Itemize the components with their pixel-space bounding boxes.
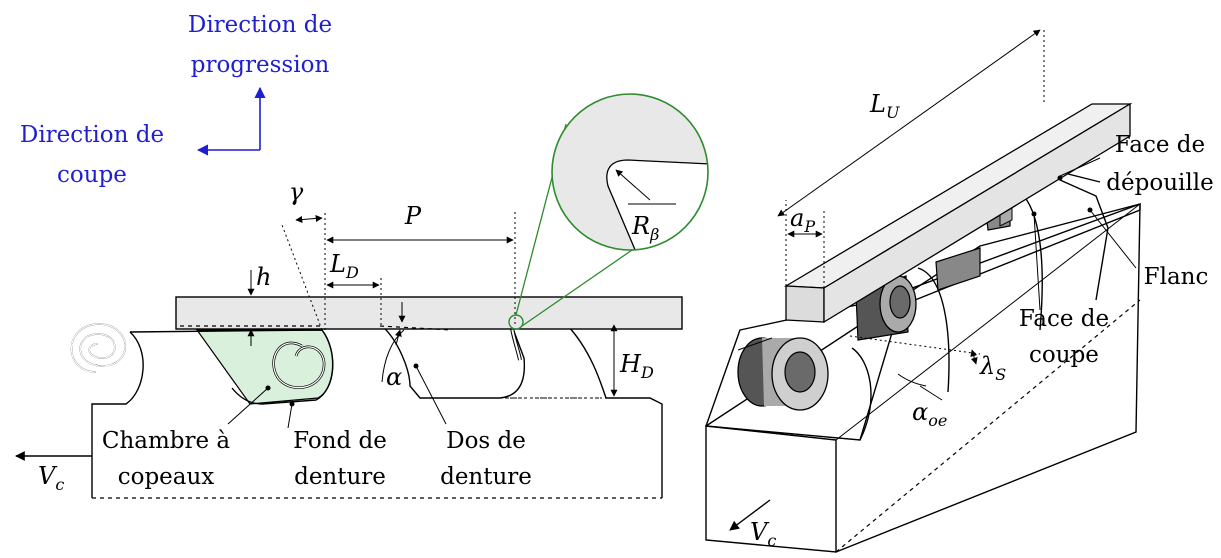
flank-leader (1089, 209, 1137, 269)
alpha-symbol: α (386, 363, 402, 391)
direction-cut-line1: Direction de (20, 122, 164, 148)
perspective-view: LU aP λS αoe Vc Face de dépouille Flanc … (705, 29, 1214, 553)
vc-right-symbol: Vc (750, 518, 776, 550)
back-label-2: denture (440, 464, 532, 490)
alpha-arc (381, 329, 405, 383)
tooth-face-4 (1059, 179, 1109, 301)
length-dimension (777, 29, 1041, 217)
cut-face-label-1: Face de (1019, 306, 1109, 332)
cut-face-leader (1033, 213, 1041, 311)
direction-progression-line1: Direction de (188, 12, 332, 38)
vc-right-arrow (729, 499, 771, 531)
chamber-leader-dot (265, 385, 271, 391)
alpha-oe-arc (897, 373, 927, 387)
bottom-label-1: Fond de (293, 428, 387, 454)
chamber-label-2: copeaux (118, 464, 215, 490)
workpiece-3d (783, 102, 1133, 324)
zoom-detail (552, 94, 708, 250)
cut-face-label-2: coupe (1029, 342, 1099, 368)
h-symbol: h (256, 263, 271, 291)
direction-cut-line2: coupe (57, 162, 127, 188)
vc-left-symbol: Vc (38, 462, 64, 494)
chip-small-inner (511, 327, 521, 361)
back-leader-dot (413, 363, 419, 369)
workpiece (175, 296, 683, 330)
tooth-row-back (705, 202, 1141, 441)
lambda-arc (970, 349, 978, 365)
gamma-arc (295, 214, 323, 224)
alpha-arrow-bottom (394, 329, 402, 346)
body-right (520, 325, 663, 498)
tooth-profile-2 (381, 325, 526, 399)
back-label-1: Dos de (446, 428, 526, 454)
lambda-ref (849, 335, 981, 355)
flank-leader-dot (1087, 207, 1093, 213)
chip-roll-front-edge (737, 337, 773, 351)
tooth-face-2 (917, 267, 950, 393)
bar-side (823, 102, 1131, 324)
relief-face-leader-dot (1057, 175, 1063, 181)
chip-roll-front-hole (784, 351, 816, 393)
tooth-face-1 (851, 347, 872, 441)
tooth-profile-1 (129, 329, 334, 405)
chamber-label-1: Chambre à (102, 428, 231, 454)
rake-angle-line (281, 224, 323, 331)
land-symbol: LD (329, 250, 359, 282)
back-leader (415, 365, 447, 425)
direction-indicator: Direction de progression Direction de co… (20, 12, 332, 188)
relief-face-label-2: dépouille (1106, 170, 1213, 196)
alpha-oe-symbol: αoe (912, 398, 947, 430)
relief-face-label-1: Face de (1115, 132, 1205, 158)
flank-label: Flanc (1144, 264, 1209, 290)
chip-roll-front (737, 337, 829, 411)
side-view: γ P LD h α HD Vc Chambre à copeaux F (15, 93, 709, 499)
chip-spiral-2-inner (273, 342, 325, 389)
bottom-label-2: denture (294, 464, 386, 490)
lambda-symbol: λS (979, 352, 1006, 384)
pitch-symbol: P (404, 202, 422, 230)
chip-roll-middle-hole (889, 285, 911, 319)
bar-end (785, 285, 825, 323)
zoom-tooth-tip (552, 94, 708, 250)
gamma-symbol: γ (289, 178, 304, 206)
relief-face-leader (1059, 157, 1101, 177)
width-symbol: aP (790, 204, 815, 236)
body-left (91, 331, 144, 498)
direction-progression-line2: progression (191, 52, 330, 78)
bottom-leader (287, 403, 293, 429)
tooth-height-symbol: HD (619, 350, 654, 382)
cut-face-leader-dot (1031, 211, 1037, 217)
cut-face-mid (935, 247, 981, 291)
base-bottom-dashed (835, 299, 1141, 553)
chip-chamber-fill (195, 329, 334, 405)
zoom-circle (551, 93, 709, 251)
radius-arrow (615, 169, 651, 201)
chamber-leader (227, 387, 269, 425)
length-symbol: LU (869, 90, 900, 122)
alpha-oe-leader (919, 385, 943, 401)
bottom-leader-dot (289, 401, 295, 407)
chip-spiral-1-inner (71, 323, 126, 373)
radius-symbol: Rβ (631, 212, 659, 244)
